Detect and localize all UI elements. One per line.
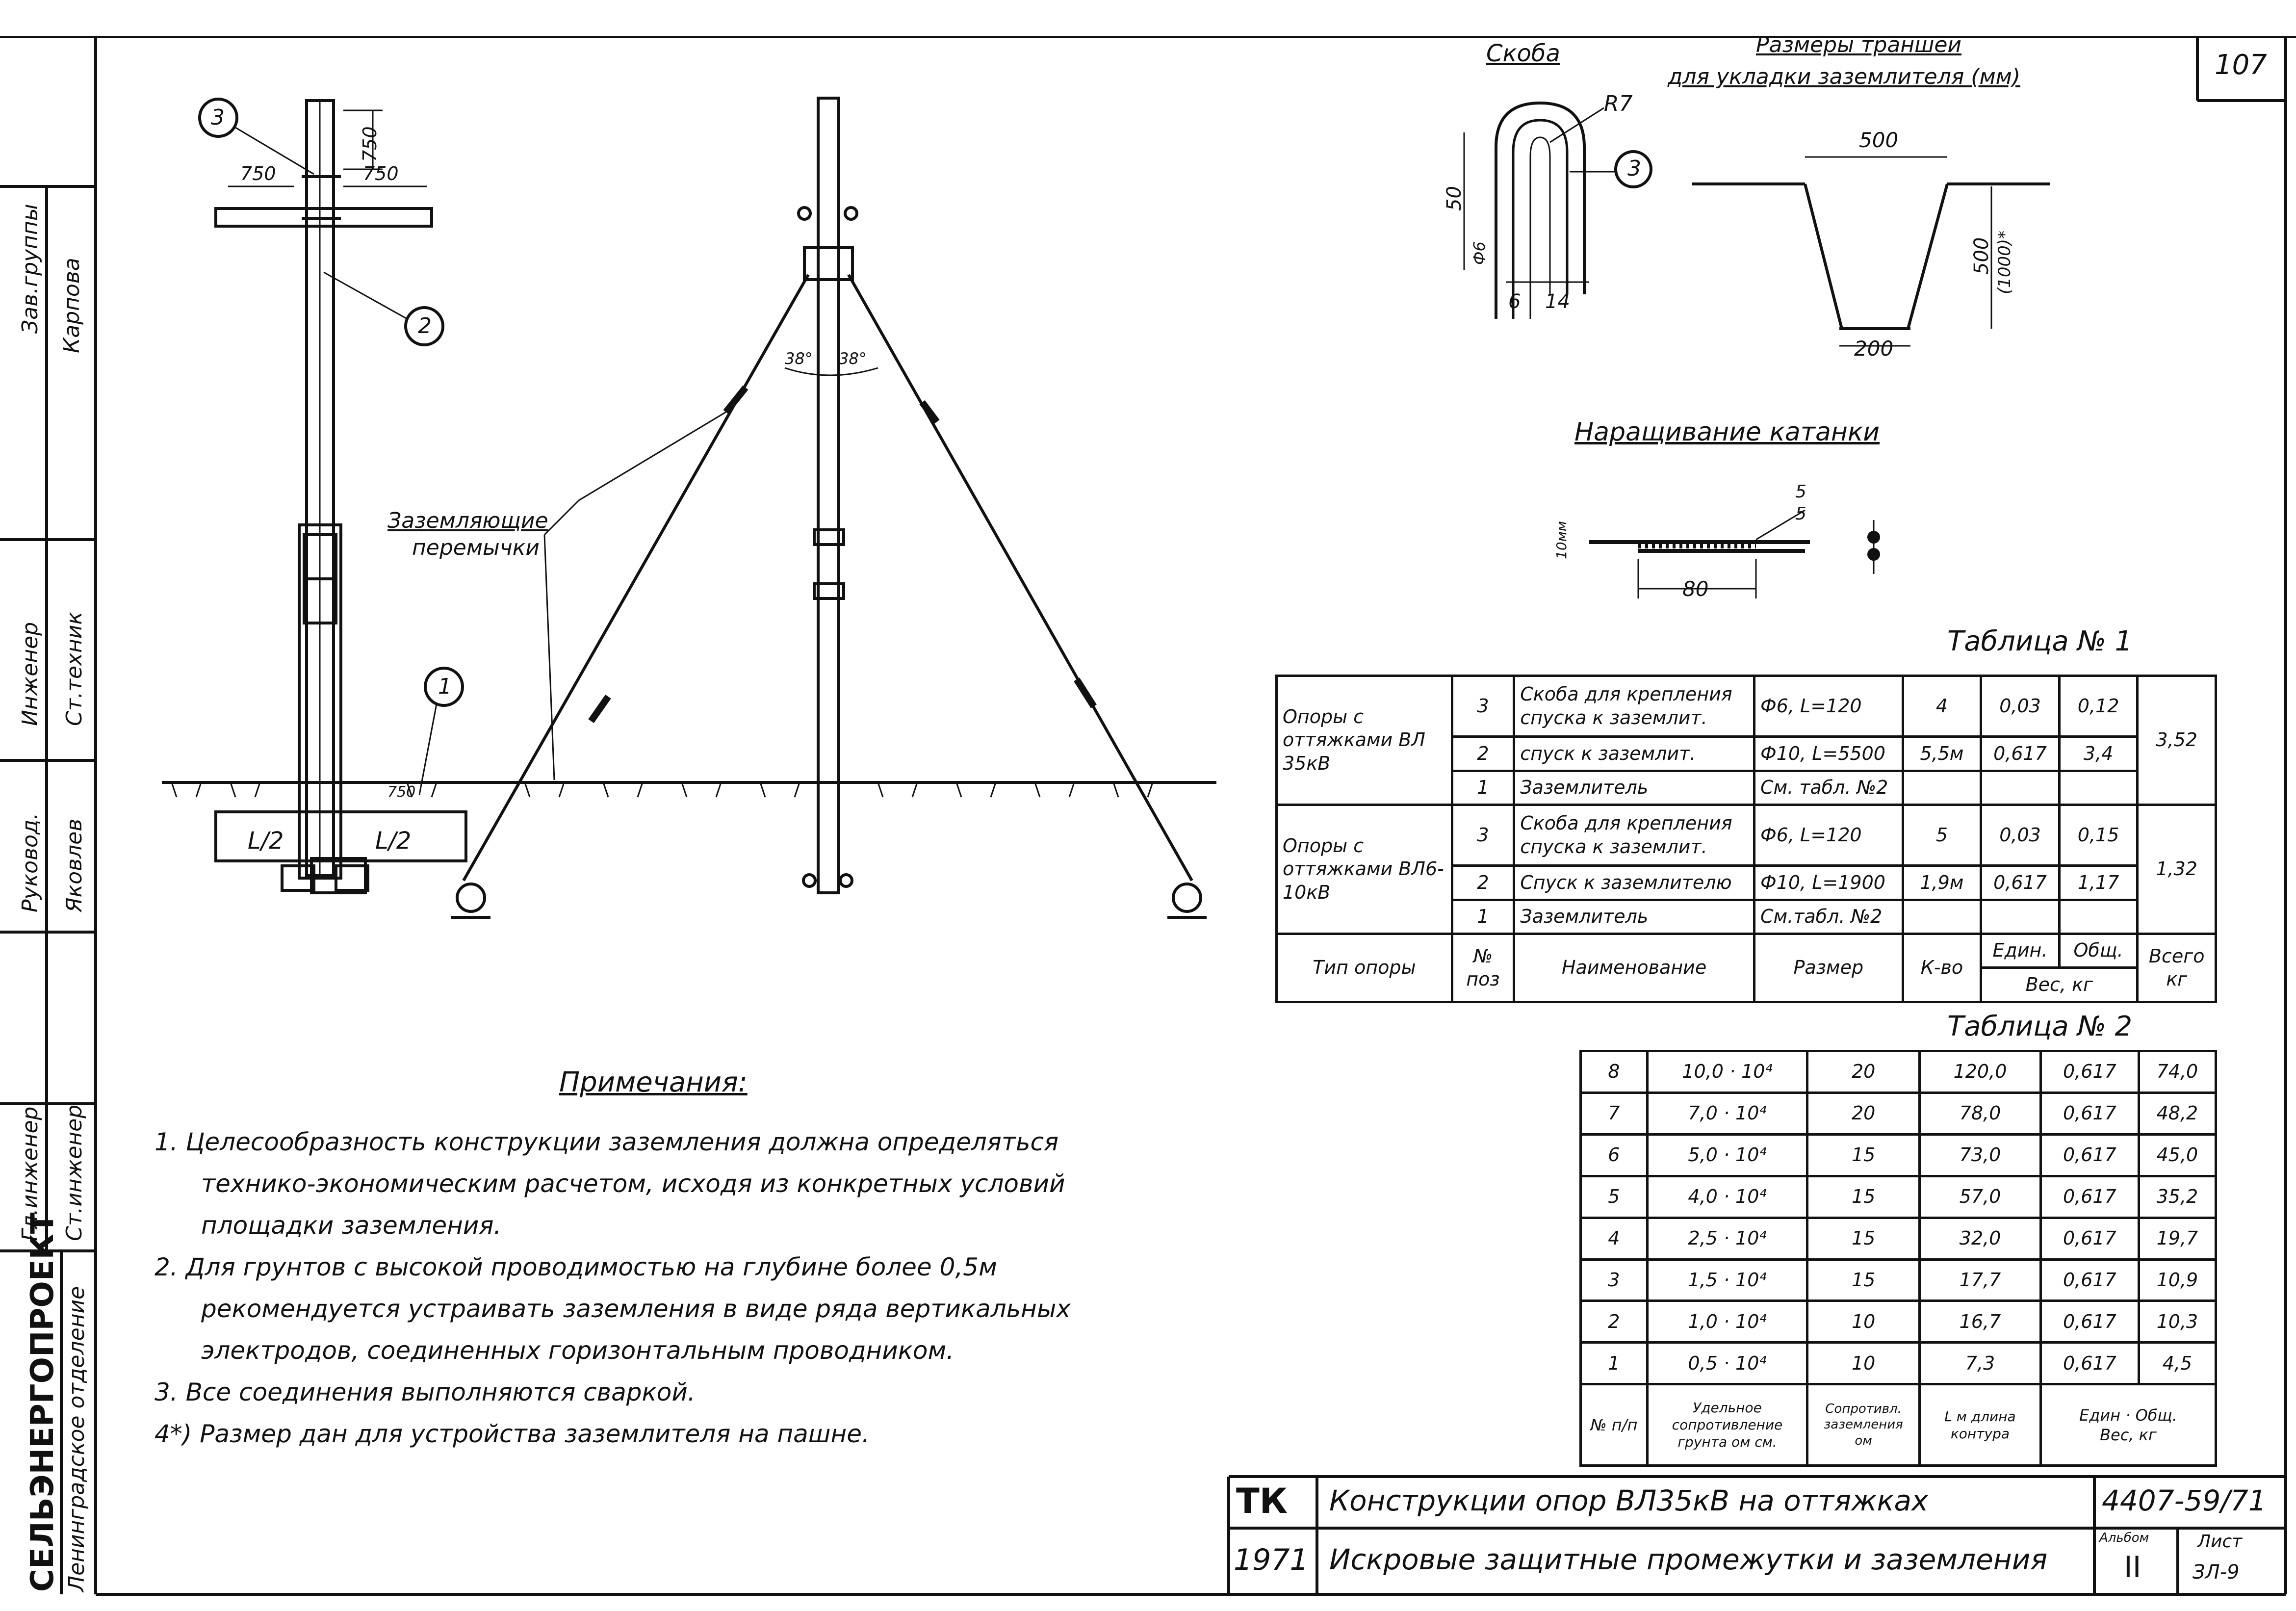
- callout-3-left: 3: [211, 105, 225, 130]
- extension-title: Наращивание катанки: [1574, 417, 1880, 447]
- trench-bottom-width: 200: [1854, 337, 1894, 361]
- role-lead: Руковод.: [18, 812, 43, 912]
- table-row: Опоры с оттяжками ВЛ6-10кВ 3 Скоба для к…: [1275, 803, 2217, 935]
- dim-l2-right: L/2: [375, 827, 412, 855]
- note-line: площадки заземления.: [201, 1211, 502, 1240]
- trench-depth: 500: [1970, 237, 1993, 275]
- table-header: Вес, кг: [1277, 966, 2216, 1003]
- name-yakovlev: Яковлев: [62, 818, 87, 912]
- role-chief-engineer: Гл.инженер: [18, 1106, 43, 1241]
- trench-title-1: Размеры траншеи: [1756, 32, 1962, 57]
- notes-title: Примечания:: [559, 1066, 748, 1098]
- extension-dim-80: 80: [1682, 577, 1709, 601]
- table-row: 1 Заземлитель См.табл. №2: [1277, 898, 2216, 935]
- sheet-id: ЗЛ-9: [2193, 1561, 2240, 1584]
- dept-name: Ленинградское отделение: [64, 1286, 89, 1592]
- role-senior-engineer: Ст.инженер: [62, 1104, 87, 1241]
- jumpers-label-2: перемычки: [412, 535, 540, 560]
- bracket-dim-height: 50: [1443, 186, 1466, 211]
- table2-title: Таблица № 2: [1947, 1011, 2133, 1042]
- callout-1-left: 1: [438, 674, 452, 699]
- table-row: Опоры с оттяжками ВЛ 35кВ 3 Скоба для кр…: [1275, 674, 2217, 806]
- t2-weight: Вес, кг: [2100, 1425, 2157, 1444]
- bracket-title: Скоба: [1486, 40, 1560, 67]
- bracket-radius: R7: [1604, 91, 1633, 116]
- note-line: технико-экономическим расчетом, исходя и…: [201, 1169, 1065, 1198]
- name-karpova: Карпова: [59, 258, 84, 353]
- dim-750-ground: 750: [387, 783, 416, 801]
- bracket-callout: 3: [1627, 156, 1641, 181]
- table-row: 2 Спуск к заземлителю Ф10, L=1900 1,9м 0…: [1277, 864, 2216, 901]
- org-name: СЕЛЬЭНЕРГОПРОЕКТ: [25, 1212, 61, 1592]
- album-number: II: [2124, 1550, 2141, 1585]
- angle-right: 38°: [839, 349, 867, 368]
- table-1: Опоры с оттяжками ВЛ 35кВ 3 Скоба для кр…: [1275, 674, 2217, 1003]
- role-engineer: Инженер: [18, 622, 43, 726]
- bracket-dim-14: 14: [1545, 290, 1570, 313]
- trench-top-width: 500: [1859, 128, 1899, 152]
- dim-l2-left: L/2: [248, 827, 284, 855]
- extension-dim-5a: 5: [1795, 482, 1806, 502]
- title-code: 4407-59/71: [2102, 1484, 2267, 1517]
- t2-total: Общ.: [2135, 1405, 2177, 1425]
- note-line: 2. Для грунтов с высокой проводимостью н…: [155, 1253, 997, 1281]
- angle-left: 38°: [785, 349, 813, 368]
- role-senior-tech: Ст.техник: [62, 611, 87, 726]
- title-line1: Конструкции опор ВЛ35кВ на оттяжках: [1329, 1484, 1929, 1517]
- table-header: Тип опоры № поз Наименование Размер К-во…: [1275, 932, 2217, 1003]
- title-tk: ТК: [1236, 1481, 1288, 1521]
- extension-dim-5b: 5: [1795, 504, 1806, 524]
- table-header: № п/п Удельное сопротивление грунта ом с…: [1579, 1383, 2218, 1467]
- note-line: электродов, соединенных горизонтальным п…: [201, 1336, 955, 1365]
- dim-750-right: 750: [363, 163, 399, 184]
- role-head: Зав.группы: [18, 204, 43, 334]
- dim-750-top: 750: [359, 126, 381, 162]
- jumpers-label-1: Заземляющие: [387, 508, 548, 533]
- note-line: рекомендуется устраивать заземления в ви…: [201, 1295, 1071, 1323]
- trench-depth-alt: (1000)*: [1995, 230, 2014, 294]
- callout-2-left: 2: [418, 313, 432, 338]
- title-line2: Искровые защитные промежутки и заземлени…: [1329, 1543, 2048, 1576]
- note-line: 4*) Размер дан для устройства заземлител…: [155, 1420, 870, 1448]
- title-year: 1971: [1234, 1543, 1309, 1577]
- note-line: 3. Все соединения выполняются сваркой.: [155, 1378, 696, 1406]
- table1-title: Таблица № 1: [1947, 625, 2133, 657]
- note-line: 1. Целесообразность конструкции заземлен…: [155, 1128, 1059, 1156]
- dim-750-left: 750: [240, 163, 276, 184]
- sheet-number: 107: [2215, 49, 2267, 81]
- extension-dim-10: 10мм: [1553, 521, 1570, 559]
- album-label: Альбом: [2099, 1531, 2149, 1545]
- bracket-dim-small: Ф6: [1470, 241, 1489, 265]
- table-row: 2 спуск к заземлит. Ф10, L=5500 5,5м 0,6…: [1277, 735, 2216, 772]
- t2-unit: Един: [2079, 1405, 2121, 1425]
- bracket-dim-6: 6: [1508, 290, 1521, 313]
- t1-type: Опоры с оттяжками ВЛ 35кВ: [1275, 675, 1453, 806]
- table-row: 1 Заземлитель См. табл. №2: [1277, 769, 2216, 806]
- sheet-label: Лист: [2197, 1532, 2243, 1552]
- trench-title-2: для укладки заземлителя (мм): [1668, 64, 2021, 89]
